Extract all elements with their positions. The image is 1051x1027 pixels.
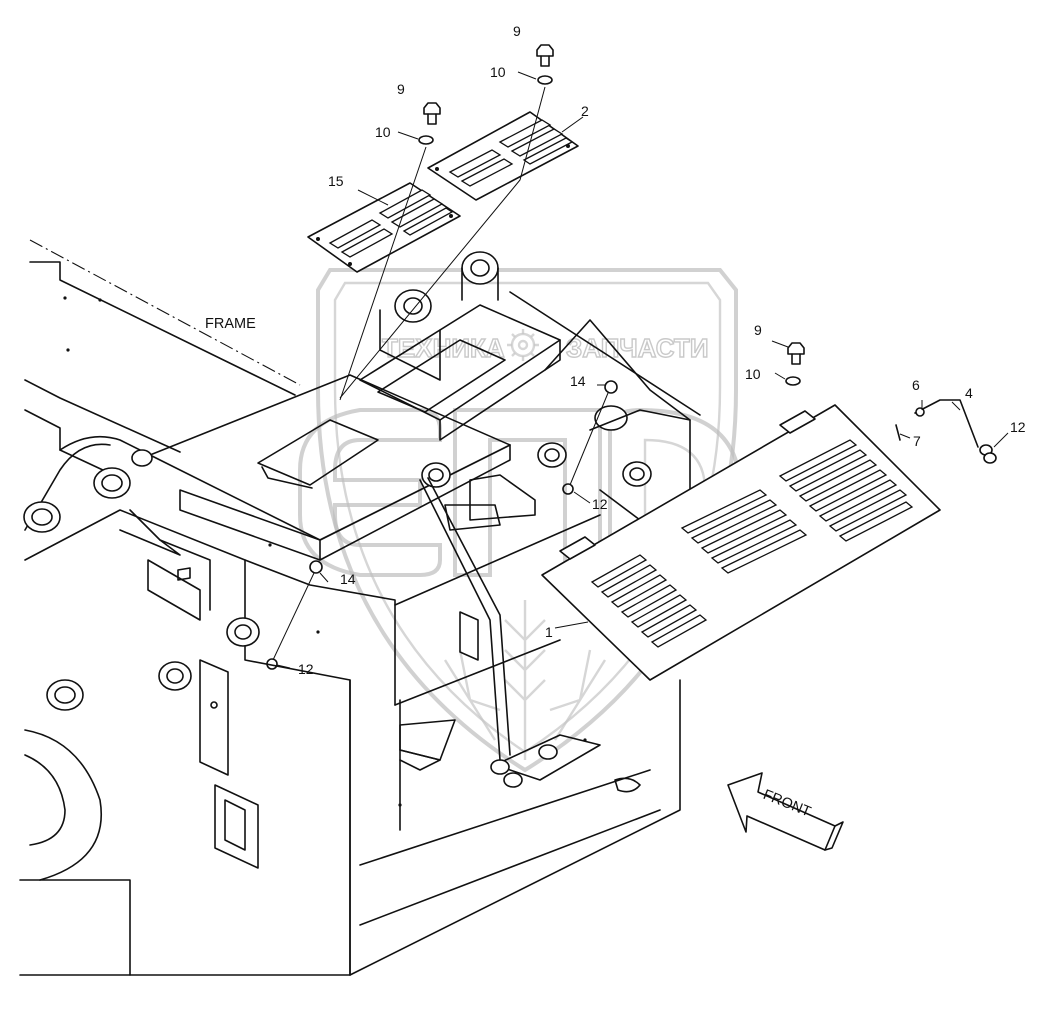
gear-icon (507, 329, 539, 361)
callout-2: 2 (581, 103, 589, 119)
callout-6: 6 (912, 377, 920, 393)
callout-10-top: 10 (490, 64, 506, 80)
cover-plate-1 (541, 399, 997, 681)
callout-12-right: 12 (1010, 419, 1026, 435)
callout-7: 7 (913, 433, 921, 449)
callout-15: 15 (328, 173, 344, 189)
callout-4: 4 (965, 385, 973, 401)
cover-plate-2 (427, 111, 579, 201)
callout-1: 1 (545, 624, 553, 640)
cover-plate-1-slots (590, 439, 914, 648)
frame-label: FRAME (205, 316, 256, 332)
callout-9-top: 9 (513, 23, 521, 39)
callout-14-lower: 14 (340, 571, 356, 587)
frame-body (19, 239, 701, 976)
callout-10-right: 10 (745, 366, 761, 382)
fasteners (266, 44, 805, 670)
front-arrow: FRONT (727, 772, 844, 851)
callout-12-mid: 12 (592, 496, 608, 512)
leader-lines (276, 71, 1009, 669)
callout-14-upper: 14 (570, 373, 586, 389)
callout-labels: FRAME 9 10 9 10 2 15 9 10 14 12 6 4 7 12… (205, 23, 1026, 677)
watermark-text-right: ЗАПЧАСТИ (566, 333, 709, 363)
watermark-text-left: ТЕХНИКА (382, 333, 505, 363)
callout-9-right: 9 (754, 322, 762, 338)
cover-plate-15 (307, 182, 461, 273)
callout-10-left: 10 (375, 124, 391, 140)
callout-12-lower: 12 (298, 661, 314, 677)
callout-9-left: 9 (397, 81, 405, 97)
